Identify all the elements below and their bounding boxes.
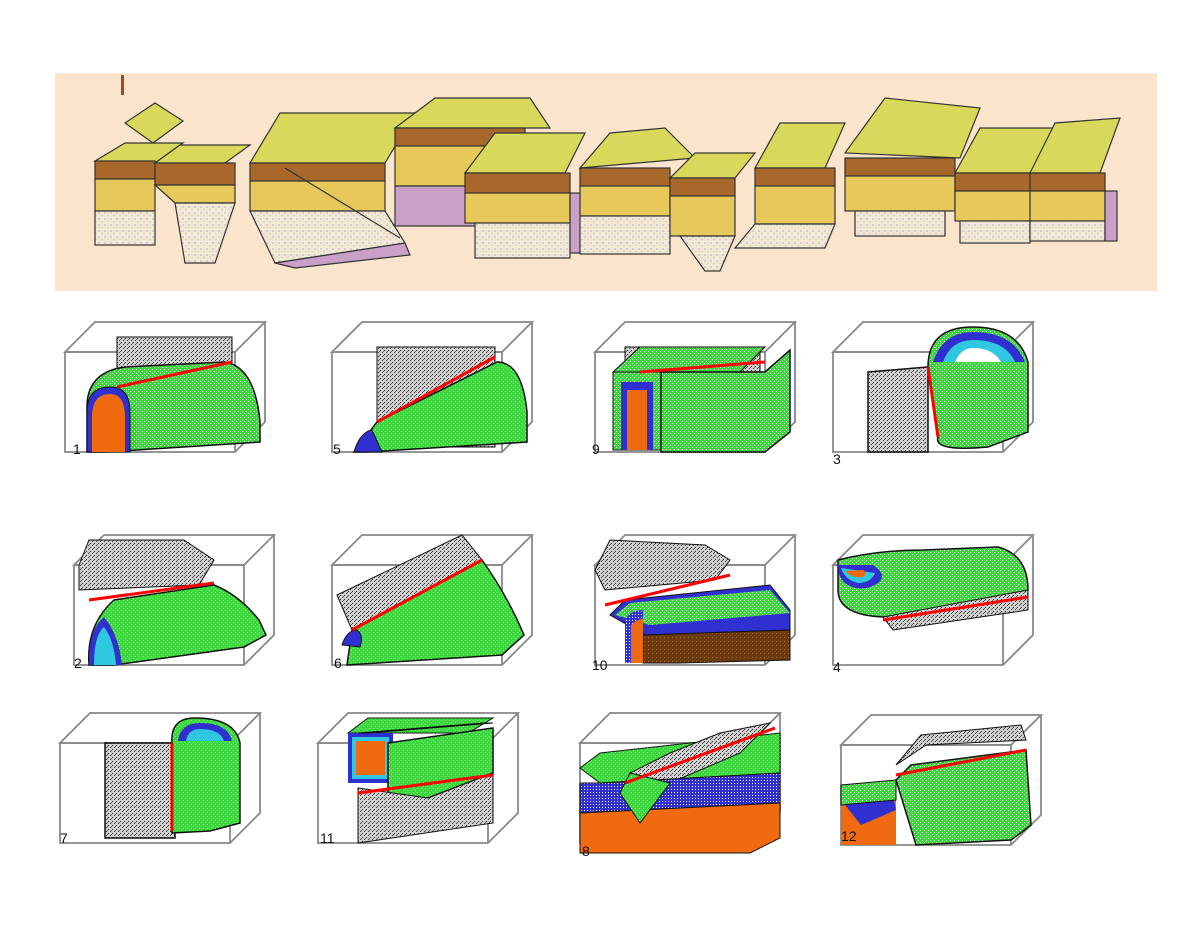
panel-label: 3 — [833, 451, 841, 467]
block-1 — [92, 102, 185, 246]
panel-label: 2 — [74, 655, 82, 671]
block-3 — [248, 112, 417, 269]
block-7 — [668, 152, 757, 272]
panel-7: 7 — [59, 712, 261, 846]
panel-4: 4 — [832, 534, 1034, 675]
block-6 — [578, 127, 697, 255]
panel-12: 12 — [840, 714, 1042, 846]
panel-6: 6 — [331, 534, 533, 671]
panel-11: 11 — [317, 712, 519, 846]
panel-label: 4 — [833, 659, 841, 675]
panel-3: 3 — [832, 321, 1034, 467]
block-2 — [153, 144, 252, 264]
panel-5: 5 — [331, 321, 533, 457]
banner-svg — [92, 75, 1121, 272]
panel-9: 9 — [592, 321, 796, 457]
block-8 — [733, 122, 846, 249]
scale-mark — [121, 75, 124, 95]
panel-2: 2 — [73, 534, 275, 671]
panel-label: 9 — [592, 441, 600, 457]
panel-label: 1 — [73, 441, 81, 457]
panel-label: 6 — [334, 655, 342, 671]
block-4 — [393, 97, 552, 227]
panel-label: 5 — [333, 441, 341, 457]
block-9 — [843, 97, 981, 237]
panel-1: 1 — [64, 321, 266, 457]
block-11 — [1029, 117, 1121, 242]
panel-label: 10 — [592, 657, 608, 673]
panel-8: 8 — [579, 712, 781, 859]
panel-label: 11 — [320, 830, 335, 846]
faulted-blocks-banner — [55, 73, 1157, 291]
block-10 — [953, 127, 1056, 244]
panel-label: 7 — [60, 830, 68, 846]
panel-label: 12 — [841, 828, 857, 844]
panel-label: 8 — [582, 843, 590, 859]
panel-10: 10 — [592, 534, 796, 673]
